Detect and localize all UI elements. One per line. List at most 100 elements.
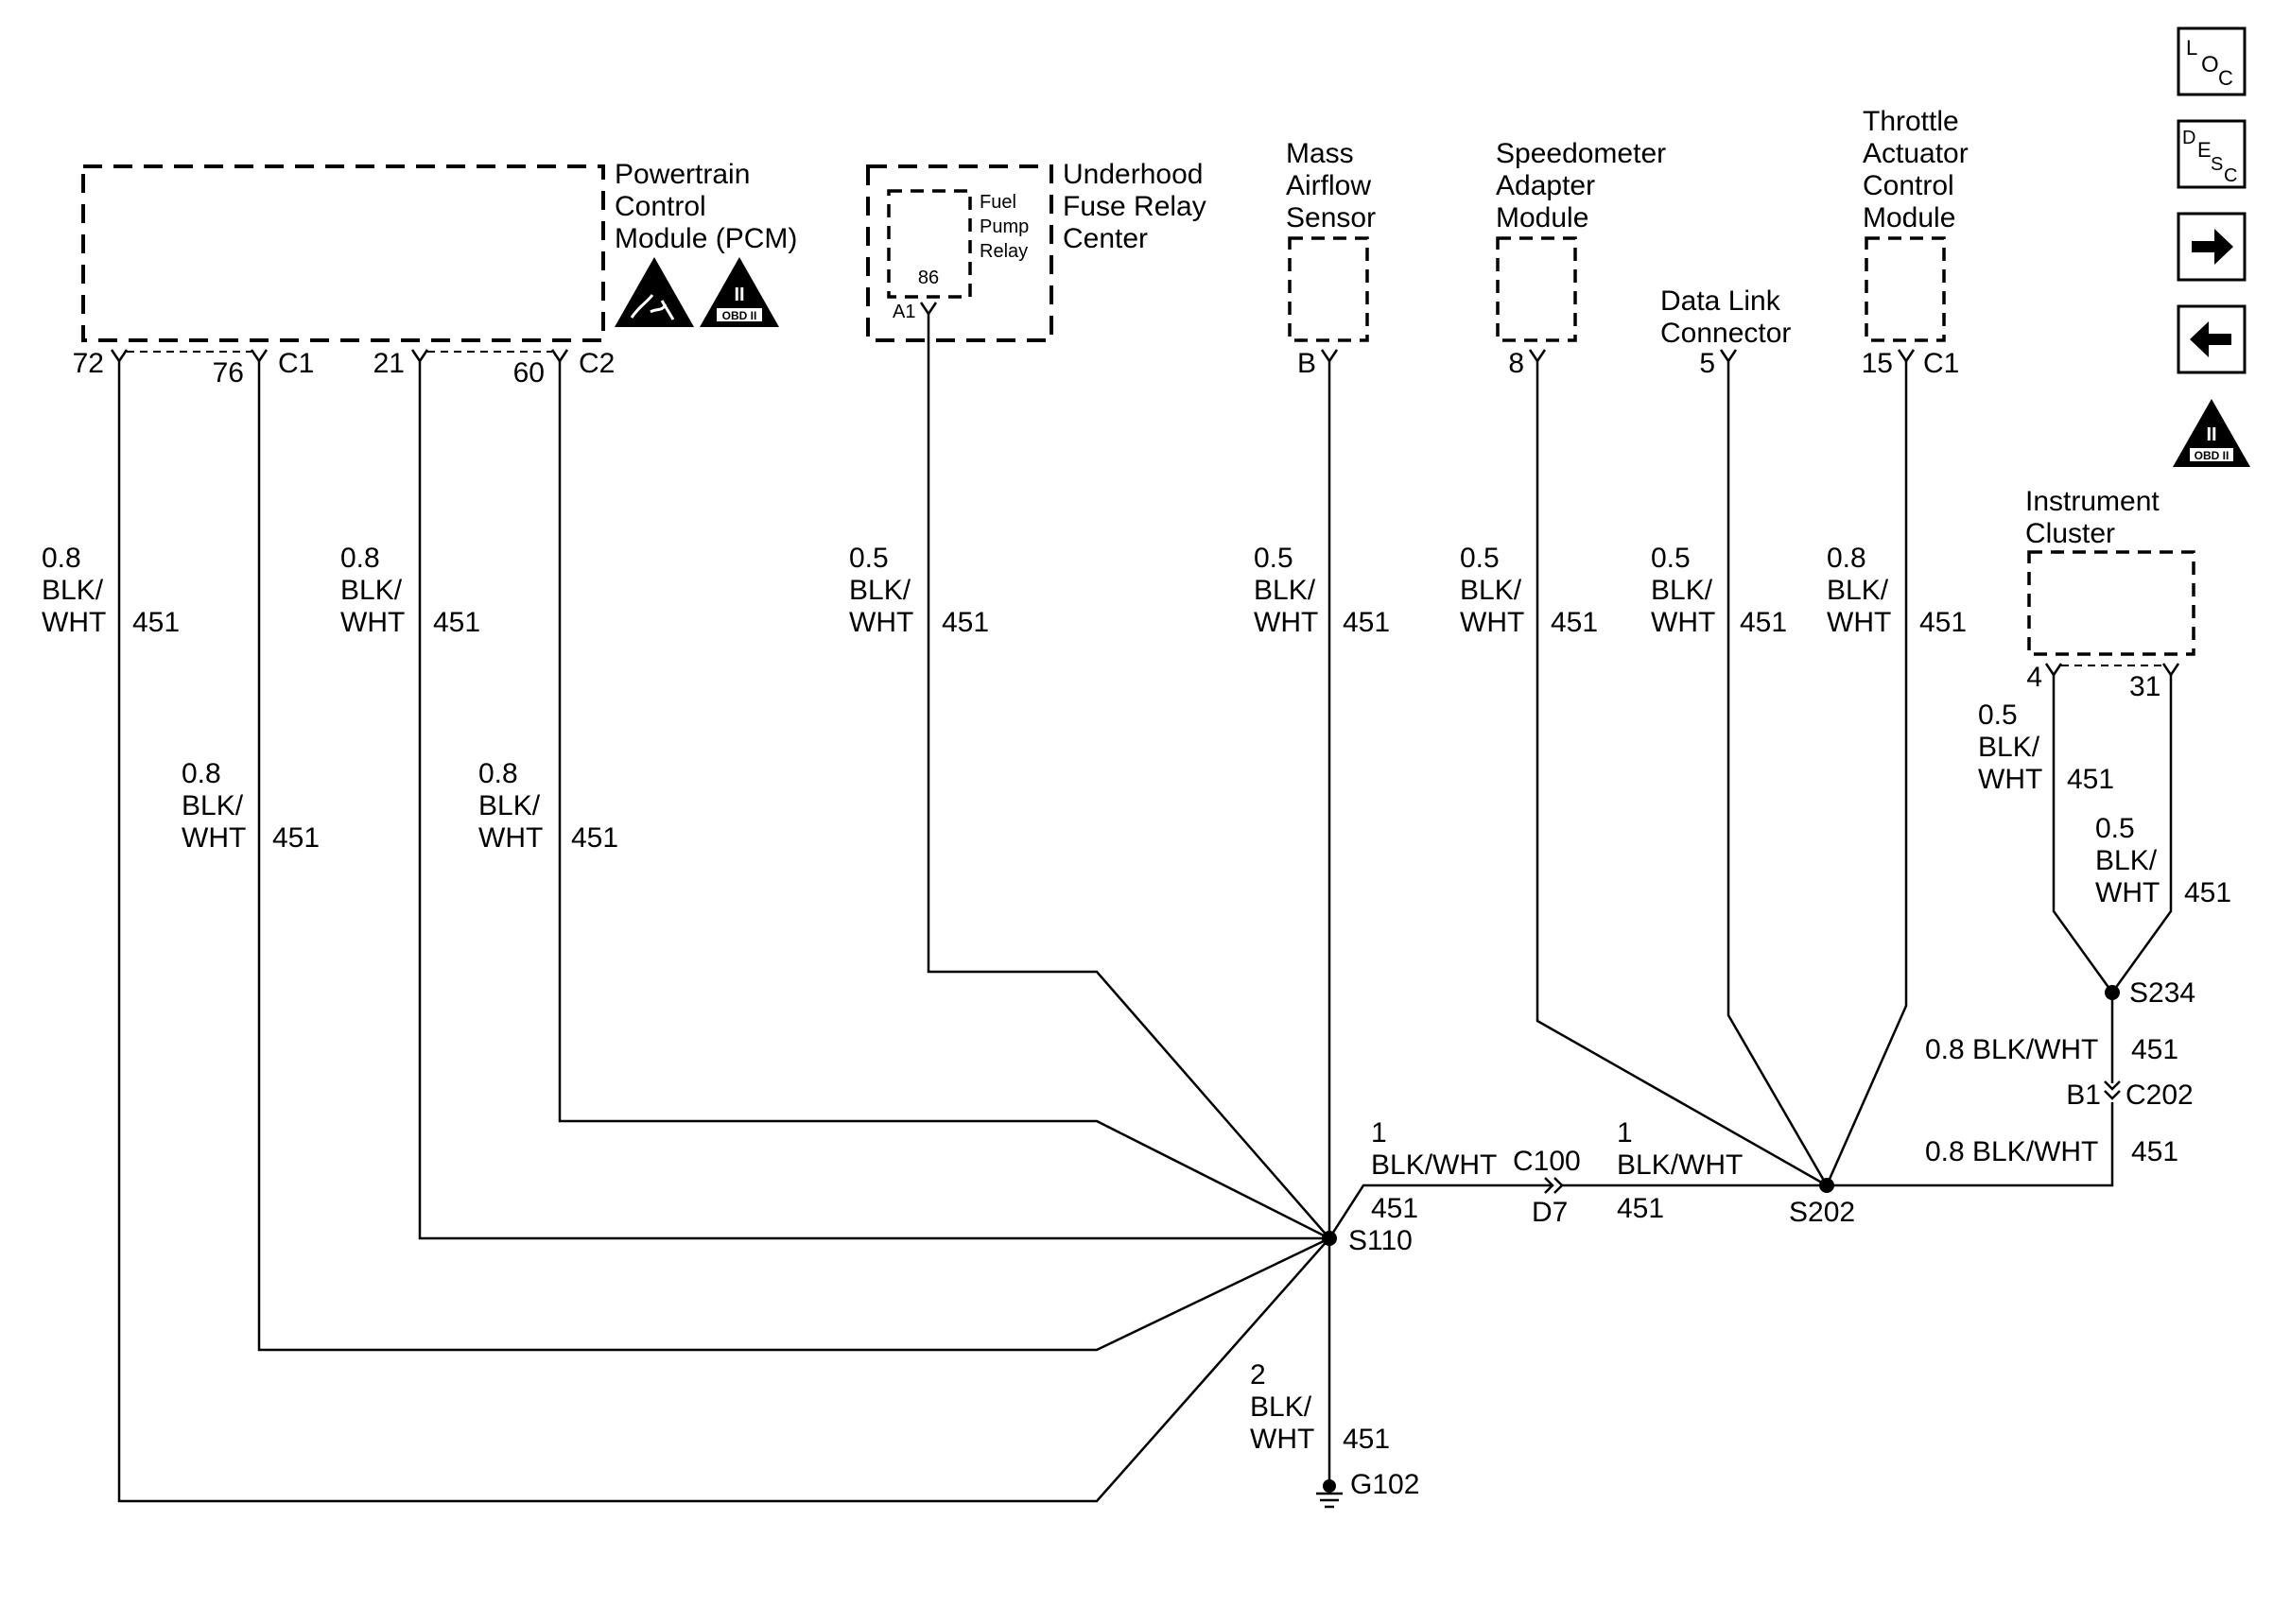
pin-symbol-72 [110,349,129,364]
wire-tacm-gauge: 0.8 [1827,543,1866,574]
speedometer-adapter-module: Speedometer Adapter Module [1496,138,1666,342]
speedo-label-1: Speedometer [1496,138,1666,169]
pin-symbol-maf-b [1320,349,1339,364]
esd-warning-icon [615,257,694,327]
maf-label-3: Sensor [1286,202,1376,233]
next-page-button[interactable] [2177,212,2247,282]
pin-symbol-dlc-5 [1719,349,1738,364]
wire-pcm-21 [418,361,1329,1240]
wire-21-color1: BLK/ [340,575,403,606]
pin-21-label: 21 [373,348,405,379]
previous-page-button[interactable] [2177,304,2247,374]
wire-tacm-15 [1825,361,1908,1186]
pin-60-label: 60 [513,357,545,389]
wire-speedo-color1: BLK/ [1460,575,1522,606]
wire-dlc-color2: WHT [1651,607,1715,638]
wire-60-color2: WHT [478,822,543,854]
wire-72-color2: WHT [42,607,106,638]
wire-cl4-color1: BLK/ [1978,732,2040,763]
tacm-pin-15-label: 15 [1862,348,1893,379]
pin-symbol-cluster-31 [2161,663,2180,678]
wire-76-color2: WHT [182,822,246,854]
fuse-center-label-2: Fuse Relay [1063,191,1206,222]
splice-s110-dot [1322,1231,1337,1246]
wire-relay-color2: WHT [849,607,913,638]
throttle-actuator-control-module: Throttle Actuator Control Module [1863,106,1969,342]
tacm-label-2: Actuator [1863,138,1969,169]
wire-labels: 0.8 BLK/ WHT 451 0.8 BLK/ WHT 451 0.8 BL… [42,543,2231,1455]
wire-s110-c100-gauge: 1 [1371,1117,1387,1149]
wire-72-circuit: 451 [132,607,180,638]
splice-s234-dot [2105,985,2120,1000]
svg-text:S: S [2211,154,2223,175]
pin-symbol-76 [250,349,269,364]
connector-c100-pin-label: D7 [1532,1197,1568,1228]
wire-60-circuit: 451 [571,822,618,854]
wire-relay-color1: BLK/ [849,575,911,606]
relay-pin-86: 86 [918,268,939,288]
tacm-label-4: Module [1863,202,1955,233]
wire-s234-c202-circuit: 451 [2131,1034,2178,1065]
wire-21-gauge: 0.8 [340,543,380,574]
wire-speedo-8 [1536,361,1828,1187]
underhood-fuse-relay-center: Fuel Pump Relay 86 A1 Underhood Fuse Rel… [866,159,1206,342]
data-link-connector: Data Link Connector [1660,285,1791,349]
wire-76-gauge: 0.8 [182,758,221,789]
wires [117,314,2173,1503]
wire-tacm-color1: BLK/ [1827,575,1889,606]
wire-relay-circuit: 451 [942,607,989,638]
pin-symbol-speedo-8 [1528,349,1547,364]
wire-g102-color1: BLK/ [1250,1391,1312,1423]
description-button[interactable]: D E S C [2177,119,2247,189]
wire-relay-gauge: 0.5 [849,543,889,574]
location-button[interactable]: L O C [2177,26,2247,96]
wire-dlc-color1: BLK/ [1651,575,1713,606]
wire-cl31-color1: BLK/ [2095,845,2158,876]
wire-tacm-color2: WHT [1827,607,1891,638]
wire-cl31-gauge: 0.5 [2095,813,2135,844]
wire-60-gauge: 0.8 [478,758,518,789]
c100-connector-icon [1544,1177,1564,1194]
pin-symbol-tacm-15 [1897,349,1916,364]
splice-s202-label: S202 [1789,1197,1855,1228]
wire-pcm-76 [257,361,1330,1352]
speedo-label-2: Adapter [1496,170,1595,201]
connector-c202-pin-label: B1 [2066,1080,2101,1111]
wire-maf-circuit: 451 [1343,607,1390,638]
pcm-label-3: Module (PCM) [615,223,797,254]
tacm-box [1865,236,1946,342]
maf-box [1288,236,1369,342]
speedo-pin-8-label: 8 [1508,348,1524,379]
obd-ii-nav-icon[interactable]: II OBD II [2173,399,2250,467]
wire-speedo-gauge: 0.5 [1460,543,1500,574]
wire-s110-to-c100 [1327,1183,1551,1239]
instrument-cluster: Instrument Cluster [2025,486,2195,656]
wire-21-circuit: 451 [433,607,480,638]
pin-symbol-60 [550,349,569,364]
tacm-label-3: Control [1863,170,1954,201]
svg-text:L: L [2186,36,2197,60]
pcm-c2-label: C2 [579,348,615,379]
wire-72-color1: BLK/ [42,575,104,606]
wire-c202-s202-label: 0.8 BLK/WHT [1925,1136,2098,1167]
wire-cl31-circuit: 451 [2184,877,2231,908]
wire-cl4-gauge: 0.5 [1978,700,2018,731]
splice-s110-label: S110 [1348,1225,1413,1256]
wire-60-color1: BLK/ [478,790,541,821]
obd-ii-icon: II OBD II [700,257,779,327]
wire-21-color2: WHT [340,607,405,638]
maf-label-1: Mass [1286,138,1354,169]
wire-maf-gauge: 0.5 [1254,543,1293,574]
wire-s110-c100-color: BLK/WHT [1371,1149,1497,1181]
wire-speedo-color2: WHT [1460,607,1524,638]
pcm-label-1: Powertrain [615,159,750,190]
pcm-c1-label: C1 [278,348,314,379]
wire-c202-s202-circuit: 451 [2131,1136,2178,1167]
dlc-pin-5-label: 5 [1699,348,1715,379]
wire-cluster-31 [2110,675,2173,993]
svg-text:II: II [2206,424,2216,445]
wire-s110-c100-circuit: 451 [1371,1193,1418,1224]
ground-g102-icon [1316,1479,1343,1509]
splice-s234-label: S234 [2129,977,2195,1009]
cluster-label-2: Cluster [2025,518,2115,549]
